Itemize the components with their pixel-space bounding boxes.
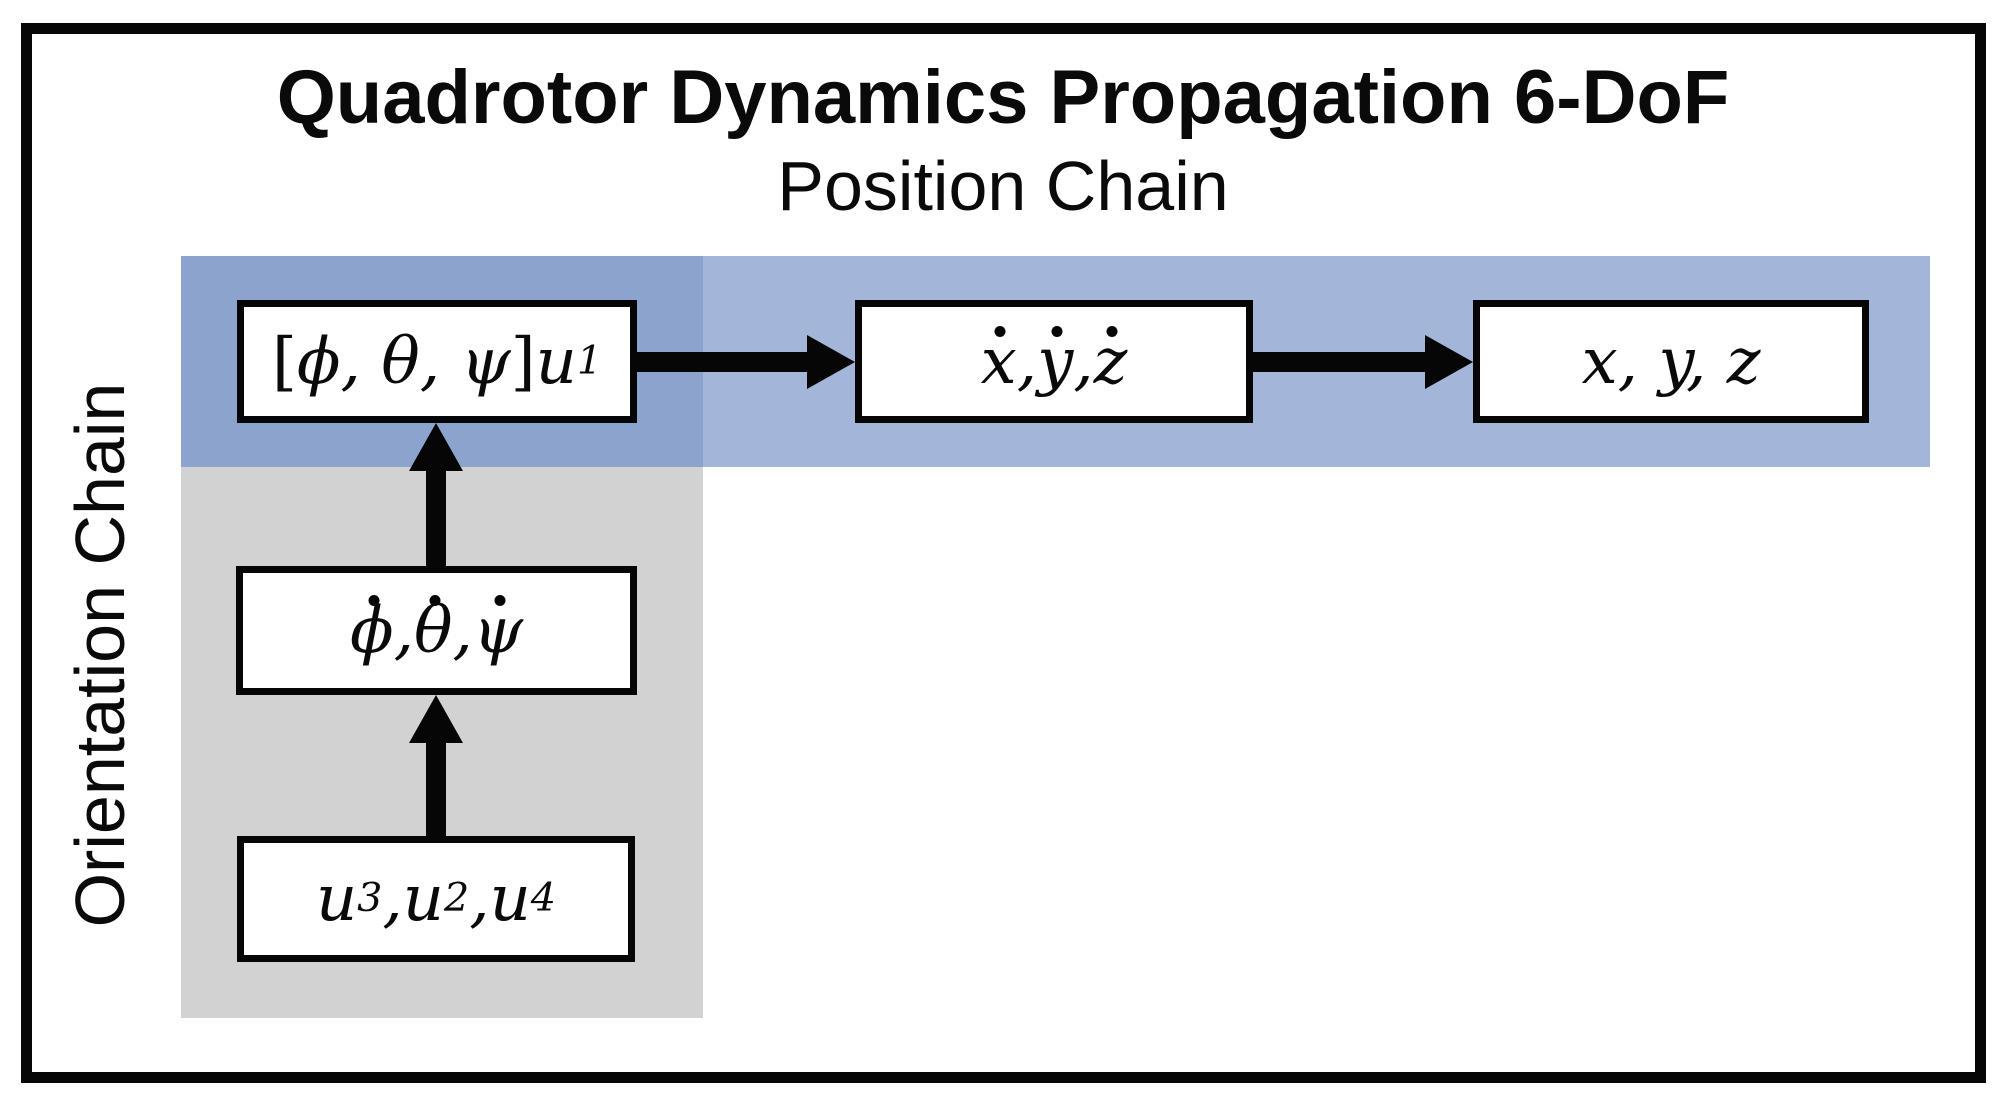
arrow-shaft <box>637 352 809 372</box>
node-velocity: x, y, z <box>855 300 1253 423</box>
diagram-title: Quadrotor Dynamics Propagation 6-DoF <box>276 55 1730 140</box>
node-position: x, y, z <box>1473 300 1869 423</box>
arrow-head <box>807 335 855 389</box>
arrow-head <box>1425 335 1473 389</box>
arrow-rates-to-attitude <box>409 423 463 566</box>
arrow-shaft <box>1253 352 1427 372</box>
arrow-attitude-to-velocity <box>637 335 855 389</box>
position-chain-label: Position Chain <box>777 147 1229 225</box>
orientation-chain-label: Orientation Chain <box>61 382 139 928</box>
arrow-shaft <box>426 469 446 566</box>
arrow-inputs-to-rates <box>409 695 463 836</box>
node-angular-rates: ϕ, θ, ψ <box>236 566 637 695</box>
arrow-head <box>409 695 463 743</box>
arrow-head <box>409 423 463 471</box>
arrow-velocity-to-position <box>1253 335 1473 389</box>
arrow-shaft <box>426 741 446 836</box>
